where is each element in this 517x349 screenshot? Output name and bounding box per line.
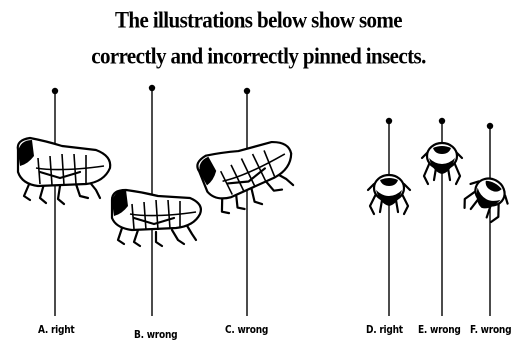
pin-head-f — [487, 123, 493, 129]
insect-f-wrong — [459, 123, 514, 316]
caption-f: F. wrong — [470, 323, 511, 336]
insect-b-wrong — [112, 85, 201, 316]
caption-c: C. wrong — [225, 323, 268, 336]
caption-e: E. wrong — [418, 323, 461, 336]
pin-head-d — [386, 118, 392, 124]
caption-d: D. right — [366, 323, 403, 336]
insect-e-wrong — [422, 118, 462, 316]
pin-head-c — [244, 88, 250, 94]
pin-head-b — [149, 85, 155, 91]
pin-head-a — [52, 88, 58, 94]
caption-b: B. wrong — [134, 328, 177, 341]
insect-a-right — [18, 88, 110, 316]
caption-a: A. right — [38, 323, 74, 336]
insect-d-right — [368, 118, 410, 316]
pin-head-e — [439, 118, 445, 124]
insect-c-wrong — [194, 88, 304, 316]
